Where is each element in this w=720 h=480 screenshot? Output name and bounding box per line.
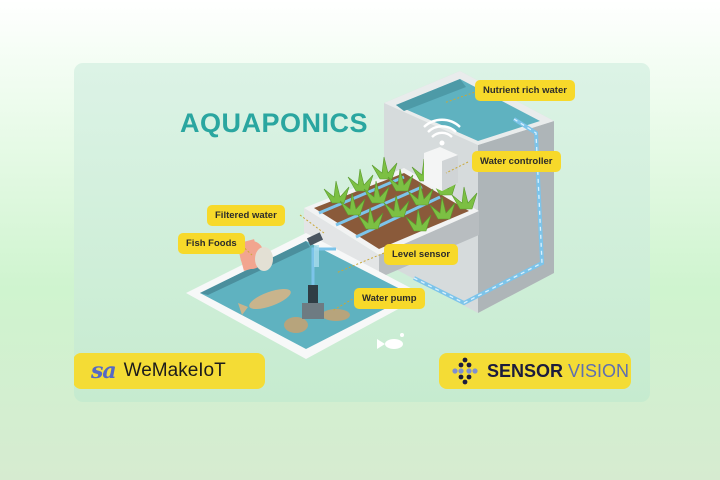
label-fish-foods: Fish Foods — [178, 233, 245, 254]
wemakeiot-logo-badge: sa WeMakeIoT — [74, 353, 265, 389]
diagram-title: AQUAPONICS — [180, 108, 369, 138]
label-filtered-water: Filtered water — [207, 205, 285, 226]
vision-wordmark: VISION — [568, 360, 630, 381]
sensor-vision-logo-badge: SENSOR VISION — [439, 353, 631, 389]
sensor-wordmark: SENSOR — [487, 360, 564, 381]
label-water-pump: Water pump — [354, 288, 425, 309]
label-water-controller: Water controller — [472, 151, 561, 172]
plants — [323, 156, 478, 232]
fish-icon — [377, 333, 404, 349]
sensor-vision-logo-icon — [452, 357, 478, 385]
aquaponics-illustration-card: AQUAPONICS Nutrient rich water Water con… — [74, 63, 650, 402]
sa-logo-mark: sa — [91, 358, 117, 384]
label-level-sensor: Level sensor — [384, 244, 459, 265]
wemakeiot-wordmark: WeMakeIoT — [123, 360, 226, 381]
water-controller — [423, 118, 461, 191]
leader-lines — [238, 90, 479, 312]
label-nutrient-rich-water: Nutrient rich water — [475, 80, 575, 101]
